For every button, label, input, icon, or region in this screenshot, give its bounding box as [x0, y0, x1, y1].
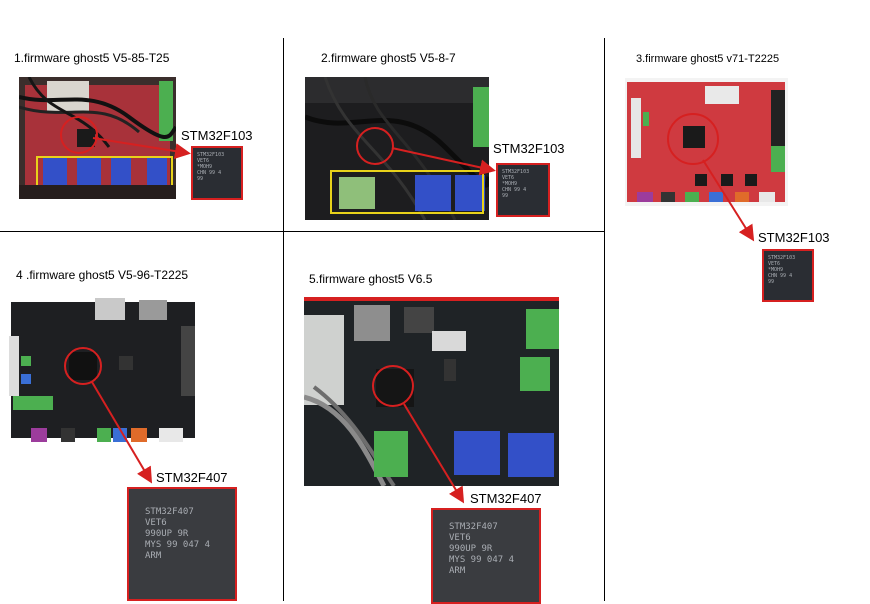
- board-photo-5: [304, 297, 559, 486]
- chip-label-2: STM32F103: [493, 141, 565, 156]
- chip-highlight-circle-1: [60, 116, 98, 154]
- chip-marking: STM32F103 VET6 *MOH9 CHN 99 4 99: [502, 169, 530, 199]
- pointer-arrow-2: [391, 147, 496, 176]
- panel-2-caption: 2.firmware ghost5 V5-8-7: [321, 51, 456, 65]
- board-photo-2: [305, 77, 489, 220]
- pointer-arrow-5: [403, 403, 465, 504]
- pointer-arrow-3: [702, 159, 755, 242]
- chip-marking: STM32F407 VET6 990UP 9R MYS 99 047 4 ARM: [145, 507, 211, 561]
- panel-1-caption: 1.firmware ghost5 V5-85-T25: [14, 51, 170, 65]
- chip-marking: STM32F407 VET6 990UP 9R MYS 99 047 4 ARM: [449, 522, 515, 576]
- panel-5-caption: 5.firmware ghost5 V6.5: [309, 272, 433, 286]
- board-photo-4: [9, 296, 197, 445]
- pointer-arrow-1: [92, 137, 191, 160]
- pointer-arrow-4: [91, 381, 153, 484]
- board-photo-3: [625, 78, 788, 206]
- chip-label-4: STM32F407: [156, 470, 228, 485]
- chip-label-3: STM32F103: [758, 230, 830, 245]
- chip-highlight-circle-4: [64, 347, 102, 385]
- divider-vertical-left: [283, 38, 284, 601]
- chip-photo-stm32f103-2: STM32F103 VET6 *MOH9 CHN 99 4 99: [496, 163, 550, 217]
- panel-4-caption: 4 .firmware ghost5 V5-96-T2225: [16, 268, 189, 282]
- chip-photo-stm32f407-4: STM32F407 VET6 990UP 9R MYS 99 047 4 ARM: [127, 487, 237, 601]
- chip-photo-stm32f407-5: STM32F407 VET6 990UP 9R MYS 99 047 4 ARM: [431, 508, 541, 604]
- chip-marking: STM32F103 VET6 *MOH9 CHN 99 4 99: [768, 255, 796, 285]
- divider-horizontal: [0, 231, 605, 232]
- chip-photo-stm32f103-3: STM32F103 VET6 *MOH9 CHN 99 4 99: [762, 249, 814, 302]
- chip-photo-stm32f103-1: STM32F103 VET6 *MOH9 CHN 99 4 99: [191, 146, 243, 200]
- panel-3-caption: 3.firmware ghost5 v71-T2225: [636, 53, 780, 65]
- chip-label-1: STM32F103: [181, 128, 253, 143]
- divider-vertical-right: [604, 38, 605, 601]
- chip-highlight-circle-2: [356, 127, 394, 165]
- chip-marking: STM32F103 VET6 *MOH9 CHN 99 4 99: [197, 152, 225, 182]
- chip-highlight-circle-5: [372, 365, 414, 407]
- chip-highlight-circle-3: [667, 113, 719, 165]
- chip-label-5: STM32F407: [470, 491, 542, 506]
